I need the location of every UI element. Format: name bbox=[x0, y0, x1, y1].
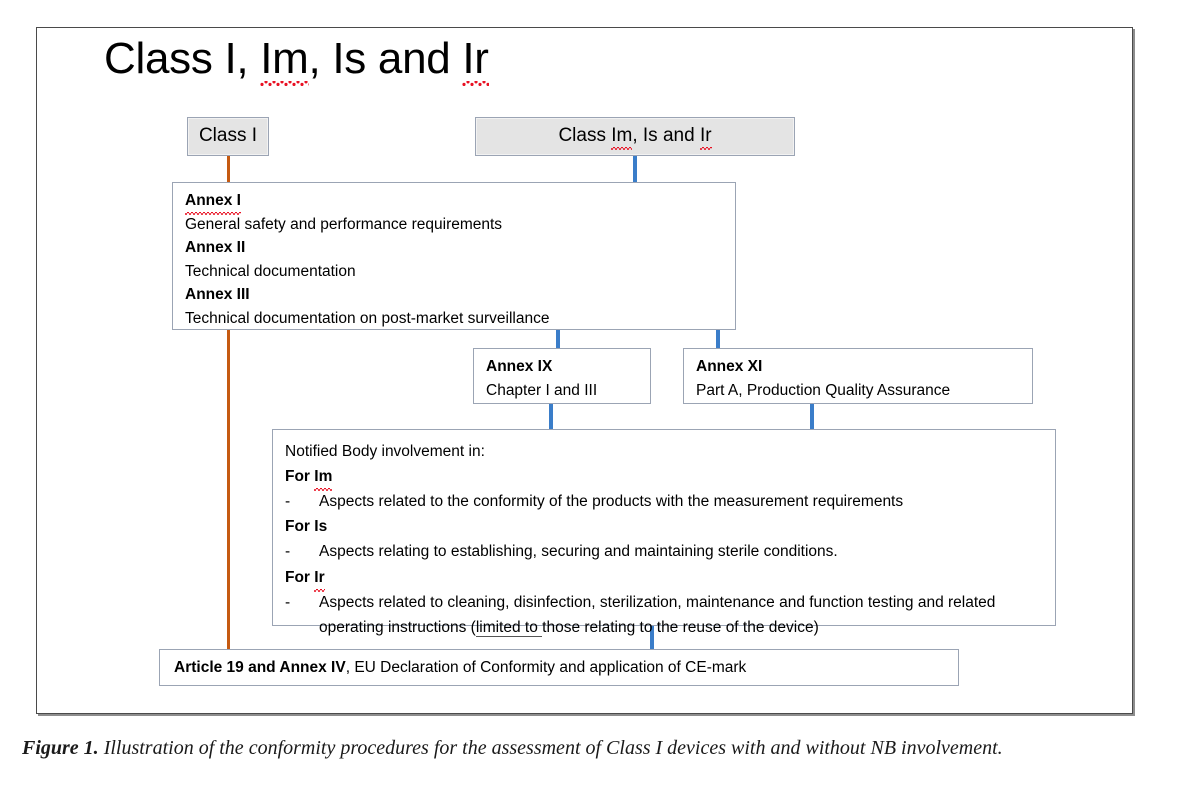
annex-i-heading: Annex I bbox=[185, 189, 241, 215]
connector-notifiedbody-to-article19 bbox=[650, 626, 654, 649]
box-annexes[interactable]: Annex I General safety and performance r… bbox=[172, 182, 736, 330]
annex-line-2-heading: Annex II bbox=[185, 239, 246, 257]
figure-caption: Figure 1. Illustration of the conformity… bbox=[22, 734, 1158, 762]
group-ir-word: Ir bbox=[314, 565, 325, 592]
bullet-dash-icon: - bbox=[285, 543, 291, 561]
bullet-text-ir-line1: Aspects related to cleaning, disinfectio… bbox=[319, 593, 944, 611]
annex-line-1-heading: Annex I bbox=[185, 189, 725, 215]
label-segment-1: Class bbox=[558, 125, 612, 147]
bullet-dash-icon: - bbox=[285, 493, 291, 511]
label-segment-ir: Ir bbox=[699, 125, 712, 150]
bullet-text-ir: Aspects related to cleaning, disinfectio… bbox=[319, 590, 1041, 640]
title-segment-im: Im bbox=[260, 34, 309, 87]
group-ir-prefix: For bbox=[285, 568, 315, 586]
group-im-prefix: For bbox=[285, 468, 315, 486]
connector-class-i-to-annex bbox=[227, 155, 230, 182]
group-is-prefix: For bbox=[285, 518, 315, 536]
box-notified-body[interactable]: Notified Body involvement in: For Im - A… bbox=[272, 429, 1056, 637]
connector-classim-to-annex bbox=[633, 155, 637, 182]
annex-ix-text: Chapter I and III bbox=[486, 381, 598, 399]
bullet-text-im: Aspects related to the conformity of the… bbox=[319, 493, 904, 511]
notified-body-item-is: - Aspects relating to establishing, secu… bbox=[285, 539, 1041, 564]
bullet-text-ir-line2b: those relating to the reuse of the devic… bbox=[542, 618, 819, 636]
label-segment-3: , Is and bbox=[632, 125, 700, 147]
box-class-i-label: Class I bbox=[198, 125, 258, 147]
notified-body-group-is-heading: For Is bbox=[285, 514, 1041, 539]
connector-annex-to-annexxi bbox=[716, 330, 720, 348]
title-segment-3: , Is and bbox=[308, 34, 463, 83]
annex-line-3-text: Technical documentation on post-market s… bbox=[185, 309, 550, 327]
box-class-i[interactable]: Class I bbox=[187, 117, 269, 156]
annex-ix-heading: Annex IX bbox=[486, 358, 553, 375]
notified-body-item-ir: - Aspects related to cleaning, disinfect… bbox=[285, 590, 1041, 640]
group-im-word: Im bbox=[314, 464, 333, 492]
article-19-rest: , EU Declaration of Conformity and appli… bbox=[345, 658, 747, 676]
article-19-bold: Article 19 and Annex IV bbox=[174, 658, 346, 676]
box-class-im-is-ir[interactable]: Class Im, Is and Ir bbox=[475, 117, 795, 156]
group-is-word: Is bbox=[314, 518, 328, 536]
connector-annex-to-article19 bbox=[227, 330, 230, 649]
annex-xi-text: Part A, Production Quality Assurance bbox=[696, 381, 951, 399]
annex-line-1-text: General safety and performance requireme… bbox=[185, 215, 503, 233]
label-segment-im: Im bbox=[611, 125, 633, 150]
title-segment-ir: Ir bbox=[462, 34, 489, 87]
figure-caption-lead: Figure 1. bbox=[22, 737, 99, 759]
page-title: Class I, Im, Is and Ir bbox=[104, 34, 489, 87]
box-annex-xi[interactable]: Annex XI Part A, Production Quality Assu… bbox=[683, 348, 1033, 404]
article-19-text: Article 19 and Annex IV, EU Declaration … bbox=[174, 656, 746, 680]
box-class-im-is-ir-label: Class Im, Is and Ir bbox=[558, 125, 712, 150]
title-segment-1: Class I, bbox=[104, 34, 261, 83]
connector-annexxi-to-notifiedbody bbox=[810, 404, 814, 429]
notified-body-intro: Notified Body involvement in: bbox=[285, 443, 485, 460]
annex-xi-heading: Annex XI bbox=[696, 358, 763, 375]
annex-line-2-text: Technical documentation bbox=[185, 262, 356, 280]
annex-line-3-heading: Annex III bbox=[185, 286, 250, 304]
box-article-19[interactable]: Article 19 and Annex IV, EU Declaration … bbox=[159, 649, 959, 686]
bullet-dash-icon: - bbox=[285, 593, 291, 611]
bullet-text-ir-line2a: related operating instructions ( bbox=[319, 593, 996, 636]
notified-body-item-im: - Aspects related to the conformity of t… bbox=[285, 489, 1041, 514]
figure-caption-text: Illustration of the conformity procedure… bbox=[98, 737, 1003, 759]
notified-body-group-ir-heading: For Ir bbox=[285, 565, 1041, 592]
box-annex-ix[interactable]: Annex IX Chapter I and III bbox=[473, 348, 651, 404]
connector-annexix-to-notifiedbody bbox=[549, 404, 553, 429]
bullet-text-ir-underlined: limited to bbox=[475, 618, 543, 637]
bullet-text-is: Aspects relating to establishing, securi… bbox=[319, 543, 838, 561]
connector-annex-to-annexix bbox=[556, 330, 560, 348]
notified-body-group-im-heading: For Im bbox=[285, 464, 1041, 492]
